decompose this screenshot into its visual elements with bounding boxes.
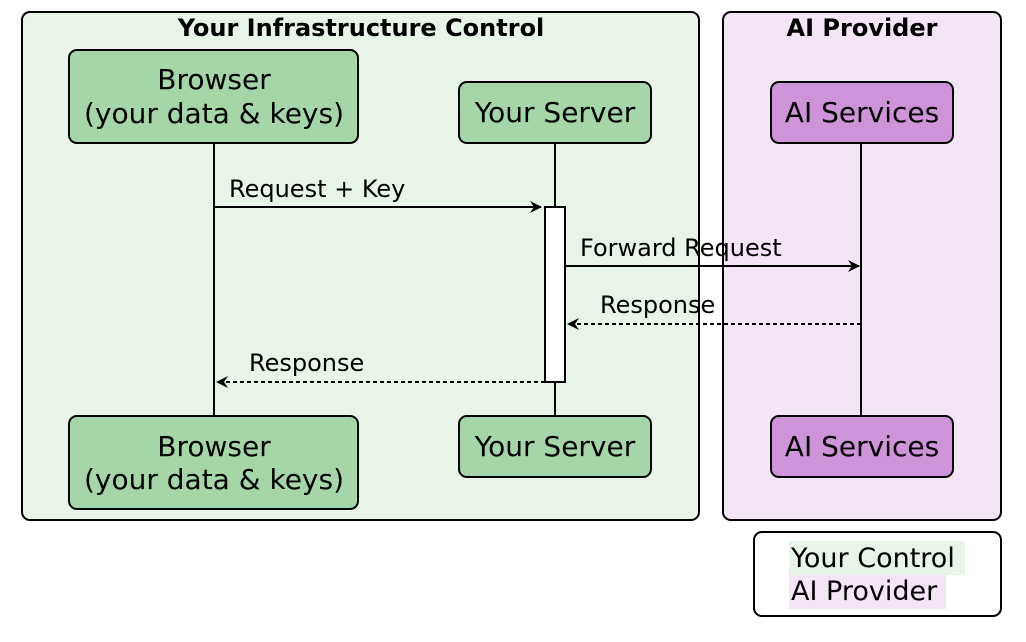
server-response-label: Response [249, 349, 364, 377]
server-bottom-label: Your Server [474, 430, 636, 463]
browser-top-box: Browser (your data & keys) [68, 49, 359, 144]
browser-bottom-label-line1: Browser [157, 430, 271, 463]
legend-provider-swatch [789, 575, 946, 609]
browser-bottom-label-line2: (your data & keys) [84, 463, 344, 496]
browser-top-label-line2: (your data & keys) [84, 97, 344, 130]
control-group-title: Your Infrastructure Control [177, 14, 545, 42]
browser-bottom-box: Browser (your data & keys) [68, 415, 359, 510]
ai-top-box: AI Services [770, 81, 954, 144]
server-activation-bar [544, 206, 566, 383]
ai-top-label: AI Services [785, 96, 939, 129]
forward-request-label: Forward Request [580, 234, 782, 262]
server-bottom-box: Your Server [458, 415, 652, 478]
legend-control-label: Your Control [790, 543, 955, 574]
browser-top-label-line1: Browser [157, 63, 271, 96]
legend: Your Control AI Provider [753, 531, 1002, 617]
server-top-box: Your Server [458, 81, 652, 144]
request-key-label: Request + Key [229, 175, 405, 203]
server-top-label: Your Server [474, 96, 636, 129]
legend-control-swatch [789, 541, 965, 575]
ai-bottom-box: AI Services [770, 415, 954, 478]
ai-response-label: Response [600, 291, 715, 319]
provider-group-title: AI Provider [787, 14, 938, 42]
legend-provider-label: AI Provider [791, 576, 938, 607]
ai-bottom-label: AI Services [785, 430, 939, 463]
